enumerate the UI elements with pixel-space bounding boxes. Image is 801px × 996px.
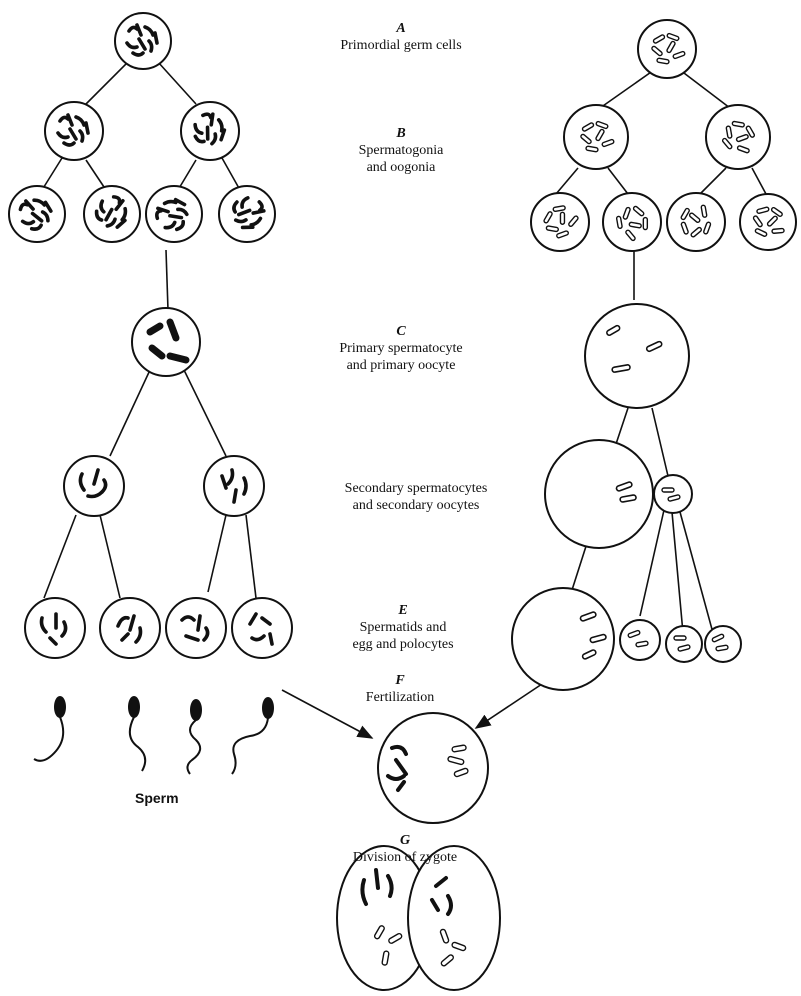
- spermatogonium-cell: [145, 185, 203, 243]
- stage-e-text-2: egg and polocytes: [352, 637, 454, 652]
- egg-cell: [511, 587, 615, 691]
- egg-to-zygote-arrow: [474, 679, 549, 729]
- male-cells: [8, 12, 293, 659]
- spermatid-cell: [99, 597, 161, 659]
- sperm-cell: [186, 699, 202, 775]
- polocyte-cell: [619, 619, 661, 661]
- female-cells: [511, 19, 797, 691]
- male-primordial-cell: [114, 12, 172, 70]
- two-cell-stage: [336, 845, 501, 991]
- zygote-cell: [377, 712, 489, 824]
- primary-oocyte-cell: [584, 303, 690, 409]
- stage-a-text: Primordial germ cells: [340, 38, 462, 53]
- secondary-spermatocyte-cell: [203, 455, 265, 517]
- sperm-cell: [128, 696, 147, 772]
- stage-e-text-1: Spermatids and: [359, 620, 447, 635]
- spermatid-cell: [165, 597, 227, 659]
- stage-a-letter: A: [396, 21, 406, 36]
- stage-f-letter: F: [395, 673, 405, 688]
- sperm-to-zygote-arrow: [281, 689, 374, 739]
- spermatogonium-cell: [83, 185, 141, 243]
- stage-a-label: A Primordial germ cells: [326, 20, 476, 54]
- sperm-cell: [231, 697, 274, 775]
- stage-b-label: B Spermatogonia and oogonia: [326, 125, 476, 176]
- spermatid-cell: [231, 597, 293, 659]
- oogonium-cell: [563, 104, 629, 170]
- stage-b-letter: B: [396, 126, 406, 141]
- oogonium-cell: [602, 192, 662, 252]
- stage-g-text: Division of zygote: [352, 850, 458, 865]
- spermatogonium-cell: [8, 185, 66, 243]
- sperm-label: Sperm: [135, 790, 179, 806]
- oogonium-cell: [666, 192, 726, 252]
- stage-g-letter: G: [399, 833, 411, 848]
- secondary-spermatocyte-cell: [63, 455, 125, 517]
- stage-c-letter: C: [396, 324, 406, 339]
- stage-g-label: G Division of zygote: [330, 832, 480, 866]
- polocyte-cell: [665, 625, 703, 663]
- male-lineage-lines: [41, 61, 257, 599]
- polocyte-cell: [704, 625, 742, 663]
- female-primordial-cell: [637, 19, 697, 79]
- primary-spermatocyte-cell: [131, 307, 201, 377]
- oogonium-cell: [739, 193, 797, 251]
- spermatid-cell: [24, 597, 86, 659]
- oogonium-cell: [530, 192, 590, 252]
- stage-b-text-1: Spermatogonia: [358, 143, 444, 158]
- sperm-cell: [33, 696, 66, 762]
- spermatogonium-cell: [218, 185, 276, 243]
- stage-c-text-1: Primary spermatocyte: [339, 341, 463, 356]
- stage-e-letter: E: [398, 603, 408, 618]
- stage-f-label: F Fertilization: [330, 672, 470, 706]
- female-lineage-lines: [555, 69, 767, 645]
- stage-c-text-2: and primary oocyte: [346, 358, 456, 373]
- stage-f-text: Fertilization: [365, 690, 435, 705]
- spermatogonium-cell: [44, 101, 104, 161]
- spermatogonium-cell: [180, 101, 240, 161]
- first-polocyte-cell: [653, 474, 693, 514]
- stage-d-text-2: and secondary oocytes: [352, 498, 480, 513]
- stage-d-text-1: Secondary spermatocytes: [344, 481, 488, 496]
- stage-e-label: E Spermatids and egg and polocytes: [318, 602, 488, 653]
- stage-c-label: C Primary spermatocyte and primary oocyt…: [316, 323, 486, 374]
- sperm-group: [33, 696, 274, 775]
- secondary-oocyte-cell: [544, 439, 654, 549]
- oogonium-cell: [705, 104, 771, 170]
- stage-d-label: Secondary spermatocytes and secondary oo…: [316, 480, 516, 514]
- stage-b-text-2: and oogonia: [366, 160, 436, 175]
